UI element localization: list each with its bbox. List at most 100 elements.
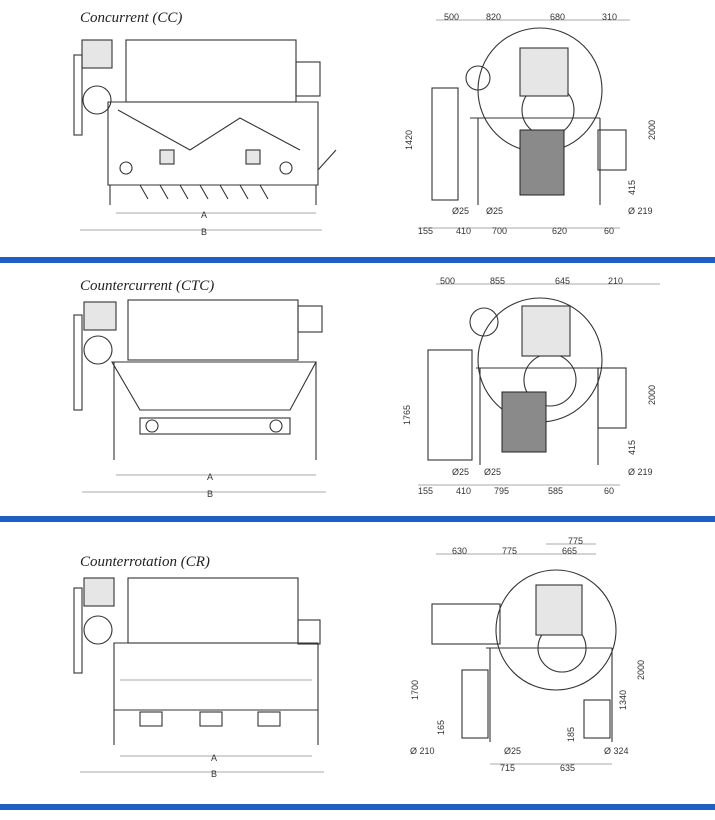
- top-dim-4: 775: [568, 536, 583, 546]
- outlet: [159, 149, 175, 165]
- bottom-dim-3: 700: [492, 226, 507, 236]
- motor-end-view: [535, 584, 583, 636]
- motor: [81, 39, 113, 69]
- outlet: [245, 149, 261, 165]
- top-dim-3: 680: [550, 12, 565, 22]
- right-dim: 2000: [647, 120, 657, 140]
- top-dim-2: 820: [486, 12, 501, 22]
- top-dim-2: 775: [502, 546, 517, 556]
- gear-housing: [73, 314, 83, 411]
- side-box: [431, 87, 459, 201]
- bottom-dim-2: 410: [456, 486, 471, 496]
- end-view-drawing: 630 775 665 775 1700 2000 1340 165 185 Ø…: [410, 536, 646, 773]
- top-dim-4: 210: [608, 276, 623, 286]
- motor: [83, 577, 115, 607]
- divider-band: [0, 804, 715, 810]
- drum-end: [297, 305, 323, 333]
- motor-end-view: [519, 47, 569, 97]
- pipe-mid: Ø25: [486, 206, 503, 216]
- left-dim: 1700: [410, 680, 420, 700]
- overflow-box: [597, 129, 627, 171]
- gear-housing: [73, 587, 83, 674]
- bottom-dim-1: 715: [500, 763, 515, 773]
- bottom-dim-2: 410: [456, 226, 471, 236]
- drum-end-view: [495, 569, 617, 691]
- panel-countercurrent: Countercurrent (CTC) A B 500 855 645 210…: [0, 270, 715, 515]
- top-dim-1: 500: [444, 12, 459, 22]
- top-dim-1: 630: [452, 546, 467, 556]
- feed-box: [431, 603, 501, 645]
- discharge-fins: [139, 184, 269, 200]
- side-view-drawing: A B: [73, 299, 326, 499]
- pipe-right: Ø 219: [628, 206, 653, 216]
- dim-a: A: [201, 210, 207, 220]
- small-dim: 415: [627, 440, 637, 455]
- panel-title: Counterrotation (CR): [80, 554, 210, 570]
- pipe-mid: Ø25: [504, 746, 521, 756]
- motor-end-view: [521, 305, 571, 357]
- outlet: [199, 711, 223, 727]
- gear-housing: [73, 54, 83, 136]
- panel-concurrent: Concurrent (CC) A B: [0, 0, 715, 255]
- small-dim: 415: [627, 180, 637, 195]
- pulley: [83, 335, 113, 365]
- pipe-right: Ø 219: [628, 467, 653, 477]
- tank-base: [139, 417, 291, 435]
- valve: [119, 161, 133, 175]
- pulley: [82, 85, 112, 115]
- small-dim: 165: [436, 720, 446, 735]
- top-dim-1: 500: [440, 276, 455, 286]
- top-dim-4: 310: [602, 12, 617, 22]
- pipe-right: Ø 324: [604, 746, 629, 756]
- left-dim: 1420: [404, 130, 414, 150]
- pipe-left: Ø25: [452, 206, 469, 216]
- left-box: [461, 669, 489, 739]
- pipe-left: Ø25: [452, 467, 469, 477]
- frame: [486, 647, 613, 742]
- motor: [83, 301, 117, 331]
- panel-counterrotation: Counterrotation (CR) A B 630 775 665 775…: [0, 530, 715, 810]
- dim-a: A: [211, 753, 217, 763]
- top-dim-2: 855: [490, 276, 505, 286]
- bottom-dim-4: 620: [552, 226, 567, 236]
- pipe-left: Ø 210: [410, 746, 435, 756]
- bottom-dim-4: 585: [548, 486, 563, 496]
- drum-end: [297, 619, 321, 645]
- panel-title: Concurrent (CC): [80, 10, 183, 26]
- panel-title: Countercurrent (CTC): [80, 278, 215, 294]
- bottom-dim-3: 795: [494, 486, 509, 496]
- dim-b: B: [207, 489, 213, 499]
- bottom-dim-1: 155: [418, 226, 433, 236]
- side-view-drawing: A B: [73, 577, 324, 779]
- dim-b: B: [201, 227, 207, 237]
- left-dim: 1765: [402, 405, 412, 425]
- tank-end-view: [519, 129, 565, 196]
- right-box: [583, 699, 611, 739]
- top-dim-3: 665: [562, 546, 577, 556]
- end-view-drawing: 500 855 645 210 1765 2000 415 Ø25 Ø25 Ø …: [402, 276, 660, 496]
- overflow-box: [597, 367, 627, 429]
- tank-end-view: [501, 391, 547, 453]
- dim-b: B: [211, 769, 217, 779]
- divider-band: [0, 516, 715, 522]
- outlet: [139, 711, 163, 727]
- bottom-dim-1: 155: [418, 486, 433, 496]
- right-dim-2: 1340: [618, 690, 628, 710]
- inlet-pipe: [465, 65, 491, 91]
- valve: [279, 161, 293, 175]
- pipe-mid: Ø25: [484, 467, 501, 477]
- side-view-drawing: A B: [73, 39, 337, 237]
- tank-profile: [117, 109, 301, 151]
- bottom-dim-5: 60: [604, 486, 614, 496]
- valve: [145, 419, 159, 433]
- tank: [111, 361, 317, 411]
- drum-end: [295, 61, 321, 97]
- tank: [107, 101, 319, 186]
- frame: [470, 117, 601, 205]
- side-box: [427, 349, 473, 461]
- bottom-dim-2: 635: [560, 763, 575, 773]
- right-dim: 2000: [636, 660, 646, 680]
- top-dim-3: 645: [555, 276, 570, 286]
- chute: [317, 149, 337, 171]
- divider-band: [0, 257, 715, 263]
